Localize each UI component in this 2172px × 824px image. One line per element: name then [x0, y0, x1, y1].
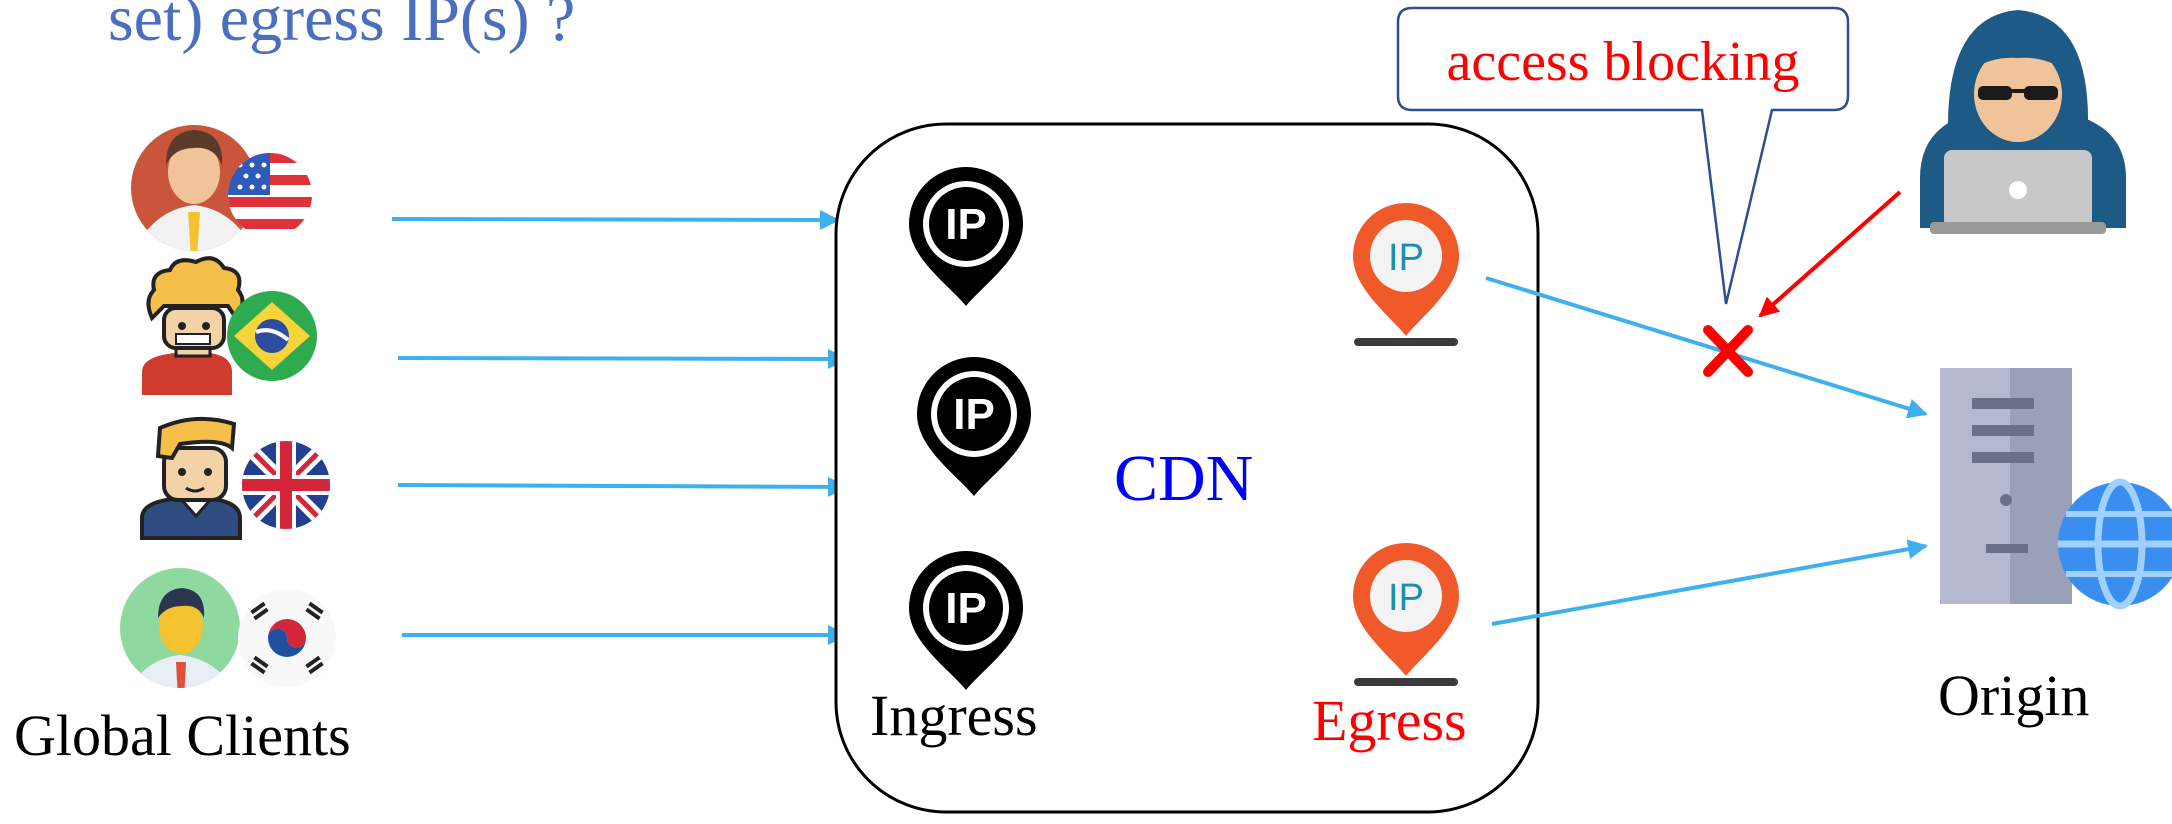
- globe-icon: [2058, 478, 2172, 610]
- origin-label: Origin: [1938, 663, 2089, 728]
- arrow-client-uk: [397, 476, 848, 497]
- callout-text: access blocking: [1447, 31, 1800, 93]
- curly-hair-avatar-icon: [142, 256, 245, 395]
- svg-text:IP: IP: [1388, 237, 1424, 279]
- ingress-ip-pin-icon: IP: [909, 167, 1023, 306]
- access-blocking-callout: access blocking: [1396, 6, 1850, 305]
- client-south-korea: [120, 568, 336, 688]
- arrow-egress-top-to-origin: [1485, 276, 1928, 419]
- client-us: [131, 125, 312, 251]
- attack-arrow: [1758, 190, 1902, 318]
- ingress-pins: IP IP IP: [909, 167, 1031, 690]
- brazil-flag-icon: [227, 291, 317, 381]
- ingress-label: Ingress: [870, 683, 1038, 748]
- client-arrows: [391, 209, 848, 645]
- uk-flag-icon: [242, 441, 330, 529]
- origin-server-icon: [1940, 368, 2072, 604]
- egress-label: Egress: [1312, 688, 1467, 753]
- arrow-client-us: [391, 209, 840, 230]
- man-green-avatar-icon: [120, 568, 240, 688]
- hacker-icon: [1920, 10, 2126, 234]
- south-korea-flag-icon: [238, 589, 336, 687]
- client-brazil: [142, 256, 317, 395]
- client-uk: [140, 416, 330, 540]
- heading: set) egress IP(s) ?: [108, 0, 575, 55]
- cdn-label: CDN: [1114, 442, 1253, 515]
- svg-text:IP: IP: [953, 390, 995, 439]
- block-x-icon: [1703, 325, 1753, 377]
- ingress-ip-pin-icon: IP: [909, 551, 1023, 690]
- arrow-client-brazil: [397, 348, 848, 369]
- ingress-ip-pin-icon: IP: [917, 357, 1031, 496]
- egress-ip-pin-icon: IP: [1353, 203, 1459, 346]
- svg-text:IP: IP: [945, 200, 987, 249]
- blond-avatar-icon: [140, 416, 242, 540]
- svg-text:IP: IP: [1388, 577, 1424, 619]
- egress-pins: IP IP: [1353, 203, 1459, 686]
- us-flag-icon: [228, 153, 312, 237]
- arrow-egress-bottom-to-origin: [1491, 539, 1928, 626]
- global-clients-label: Global Clients: [14, 703, 351, 768]
- svg-text:IP: IP: [945, 584, 987, 633]
- egress-ip-pin-icon: IP: [1353, 543, 1459, 686]
